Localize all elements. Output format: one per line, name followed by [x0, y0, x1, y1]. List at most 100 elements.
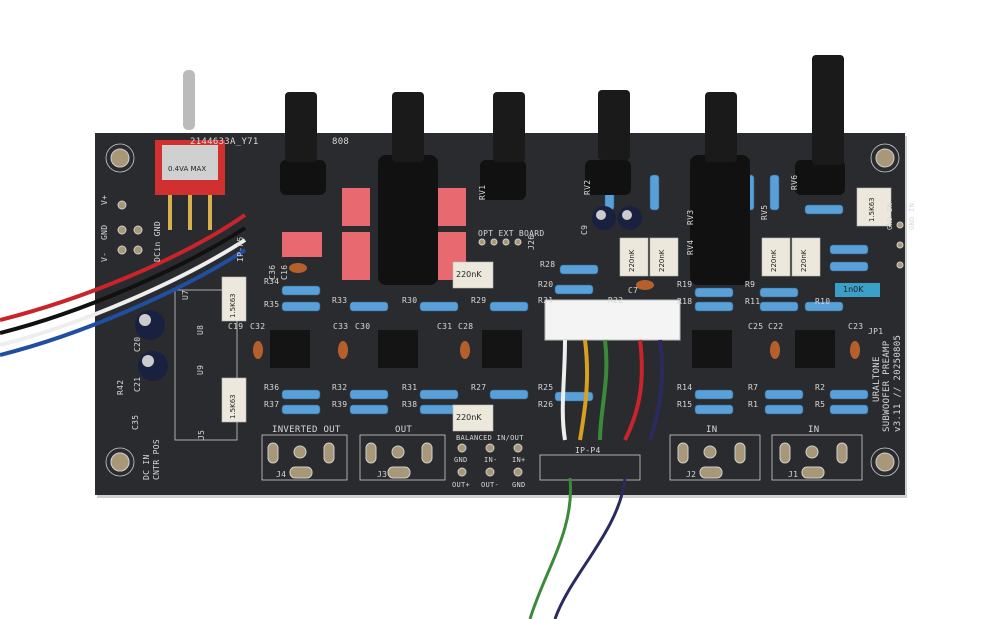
refdes: R31	[402, 383, 418, 392]
refdes: R37	[264, 400, 280, 409]
refdes: C30	[355, 322, 371, 331]
refdes: R28	[540, 260, 556, 269]
c11-value: 220nK	[456, 270, 482, 279]
box-caps	[221, 187, 892, 432]
refdes: R35	[264, 300, 280, 309]
ip-p4-housing	[544, 299, 681, 341]
refdes: R26	[538, 400, 554, 409]
j2-label: IN	[706, 425, 718, 435]
refdes: R32	[332, 383, 348, 392]
jp1-refdes: JP1	[868, 327, 884, 336]
j4-refdes: J4	[276, 470, 287, 479]
refdes: RV3	[686, 209, 695, 225]
refdes: R20	[538, 280, 554, 289]
cap-value-3: 220nK	[770, 249, 778, 272]
gnd-in-label-2: GND IN	[908, 202, 916, 230]
refdes: C31	[437, 322, 453, 331]
j26-refdes: J26	[527, 234, 536, 250]
refdes: C32	[250, 322, 266, 331]
refdes: C35	[131, 414, 140, 430]
refdes: R11	[745, 297, 761, 306]
toggle-switch	[155, 70, 225, 230]
refdes: R15	[677, 400, 693, 409]
refdes: C21	[133, 376, 142, 392]
dcin-gnd-label: DCin GND	[153, 221, 162, 262]
refdes: R21	[538, 296, 554, 305]
refdes: RV5	[760, 204, 769, 220]
dc-in-label: DC IN	[142, 454, 151, 480]
j1-label: IN	[808, 425, 820, 435]
j26-label: OPT EXT BOARD	[478, 229, 545, 238]
refdes: C16	[280, 264, 289, 280]
refdes: R38	[402, 400, 418, 409]
pin-gnd: GND	[454, 456, 468, 464]
order-code: 2144633A_Y71	[190, 137, 259, 147]
board-title-1: URALTONE	[872, 356, 882, 402]
refdes: C36	[268, 264, 277, 280]
pin-out-minus: OUT-	[481, 481, 500, 489]
v-plus-label: V+	[100, 194, 109, 205]
pin-in-plus: IN+	[512, 456, 526, 464]
c2-value: 1n0K	[843, 285, 864, 294]
c10-value: 220nK	[456, 413, 482, 422]
op-amp-chips	[270, 330, 835, 368]
refdes: U8	[196, 324, 205, 335]
v-minus-label: V-	[100, 251, 109, 262]
refdes: C19	[228, 322, 244, 331]
refdes: R1	[748, 400, 759, 409]
refdes: RV2	[583, 179, 592, 195]
refdes: R30	[402, 296, 418, 305]
refdes: R25	[538, 383, 554, 392]
refdes: R39	[332, 400, 348, 409]
refdes: R18	[677, 297, 693, 306]
c1-value: 1.5K63	[868, 197, 876, 222]
j4-label: INVERTED OUT	[272, 425, 341, 435]
c17-value: 1.5K63	[229, 293, 237, 318]
pin-out-plus: OUT+	[452, 481, 471, 489]
refdes: R34	[264, 277, 280, 286]
ip-p4-refdes: IP-P4	[575, 446, 601, 455]
switch-marking: 0.4VA MAX	[168, 165, 207, 173]
refdes: R29	[471, 296, 487, 305]
electrolytic-caps	[135, 206, 642, 381]
jack-pads	[110, 200, 904, 479]
refdes: U7	[181, 289, 190, 300]
refdes: R22	[608, 296, 624, 305]
refdes: R36	[264, 383, 280, 392]
refdes: C25	[748, 322, 764, 331]
refdes: R7	[748, 383, 759, 392]
refdes: C33	[333, 322, 349, 331]
refdes: U9	[196, 364, 205, 375]
refdes: R2	[815, 383, 826, 392]
cap-value-1: 220nK	[628, 249, 636, 272]
resistors	[281, 174, 869, 415]
refdes: C23	[848, 322, 864, 331]
cap-value-4: 220nK	[800, 249, 808, 272]
potentiometers	[280, 55, 845, 285]
j5-refdes: J5	[197, 429, 206, 440]
ceramic-caps	[253, 263, 860, 359]
j3-label: OUT	[395, 425, 413, 435]
j1-refdes: J1	[788, 470, 799, 479]
j2-refdes: J2	[686, 470, 697, 479]
refdes: C7	[628, 286, 639, 295]
ip-p5-refdes: IP-P5	[236, 236, 245, 262]
refdes: R9	[745, 280, 756, 289]
gnd-label: GND	[100, 224, 109, 240]
pin-gnd-2: GND	[512, 481, 526, 489]
board-title-3: v3.11 // 20250805	[893, 334, 903, 432]
blue-cap	[835, 283, 880, 297]
balanced-title: BALANCED IN/OUT	[456, 434, 524, 442]
refdes: C20	[133, 336, 142, 352]
board-title-2: SUBWOOFER PREAMP	[882, 340, 892, 433]
refdes: R42	[116, 379, 125, 395]
refdes: R5	[815, 400, 826, 409]
c18-value: 1.5K63	[229, 394, 237, 419]
refdes: RV6	[790, 174, 799, 190]
refdes: R27	[471, 383, 487, 392]
refdes: C28	[458, 322, 474, 331]
silkscreen-outlines	[174, 289, 863, 481]
refdes: R19	[677, 280, 693, 289]
